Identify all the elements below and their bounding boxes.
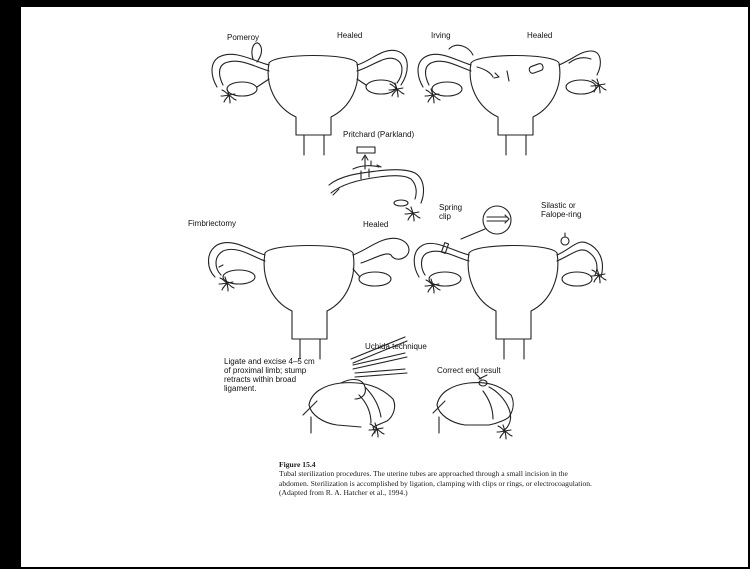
label-ligate-excise: Ligate and excise 4–5 cm of proximal lim… — [224, 357, 344, 393]
figure-caption: Figure 15.4 Tubal sterilization procedur… — [279, 460, 595, 497]
fimbriectomy-uterus — [209, 238, 409, 359]
label-healed-top-right: Healed — [527, 31, 552, 40]
slide: Pomeroy Healed Irving Healed Pritchard (… — [21, 7, 748, 567]
caption-text: Tubal sterilization procedures. The uter… — [279, 469, 592, 497]
uchida-result-tube — [433, 373, 513, 439]
label-silastic-ring: Silastic or Falope-ring — [541, 201, 601, 219]
label-uchida: Uchida technique — [365, 342, 427, 351]
label-irving: Irving — [431, 31, 451, 40]
label-correct-end-result: Correct end result — [437, 366, 501, 375]
label-healed-top-left: Healed — [337, 31, 362, 40]
clip-ring-uterus — [414, 206, 606, 359]
caption-title: Figure 15.4 — [279, 460, 595, 469]
label-spring-clip: Spring clip — [439, 203, 473, 221]
label-pomeroy: Pomeroy — [227, 33, 259, 42]
irving-uterus — [418, 45, 606, 155]
label-fimbriectomy: Fimbriectomy — [188, 219, 236, 228]
pritchard-tube — [329, 147, 423, 221]
label-healed-middle: Healed — [363, 220, 388, 229]
label-pritchard: Pritchard (Parkland) — [343, 130, 414, 139]
